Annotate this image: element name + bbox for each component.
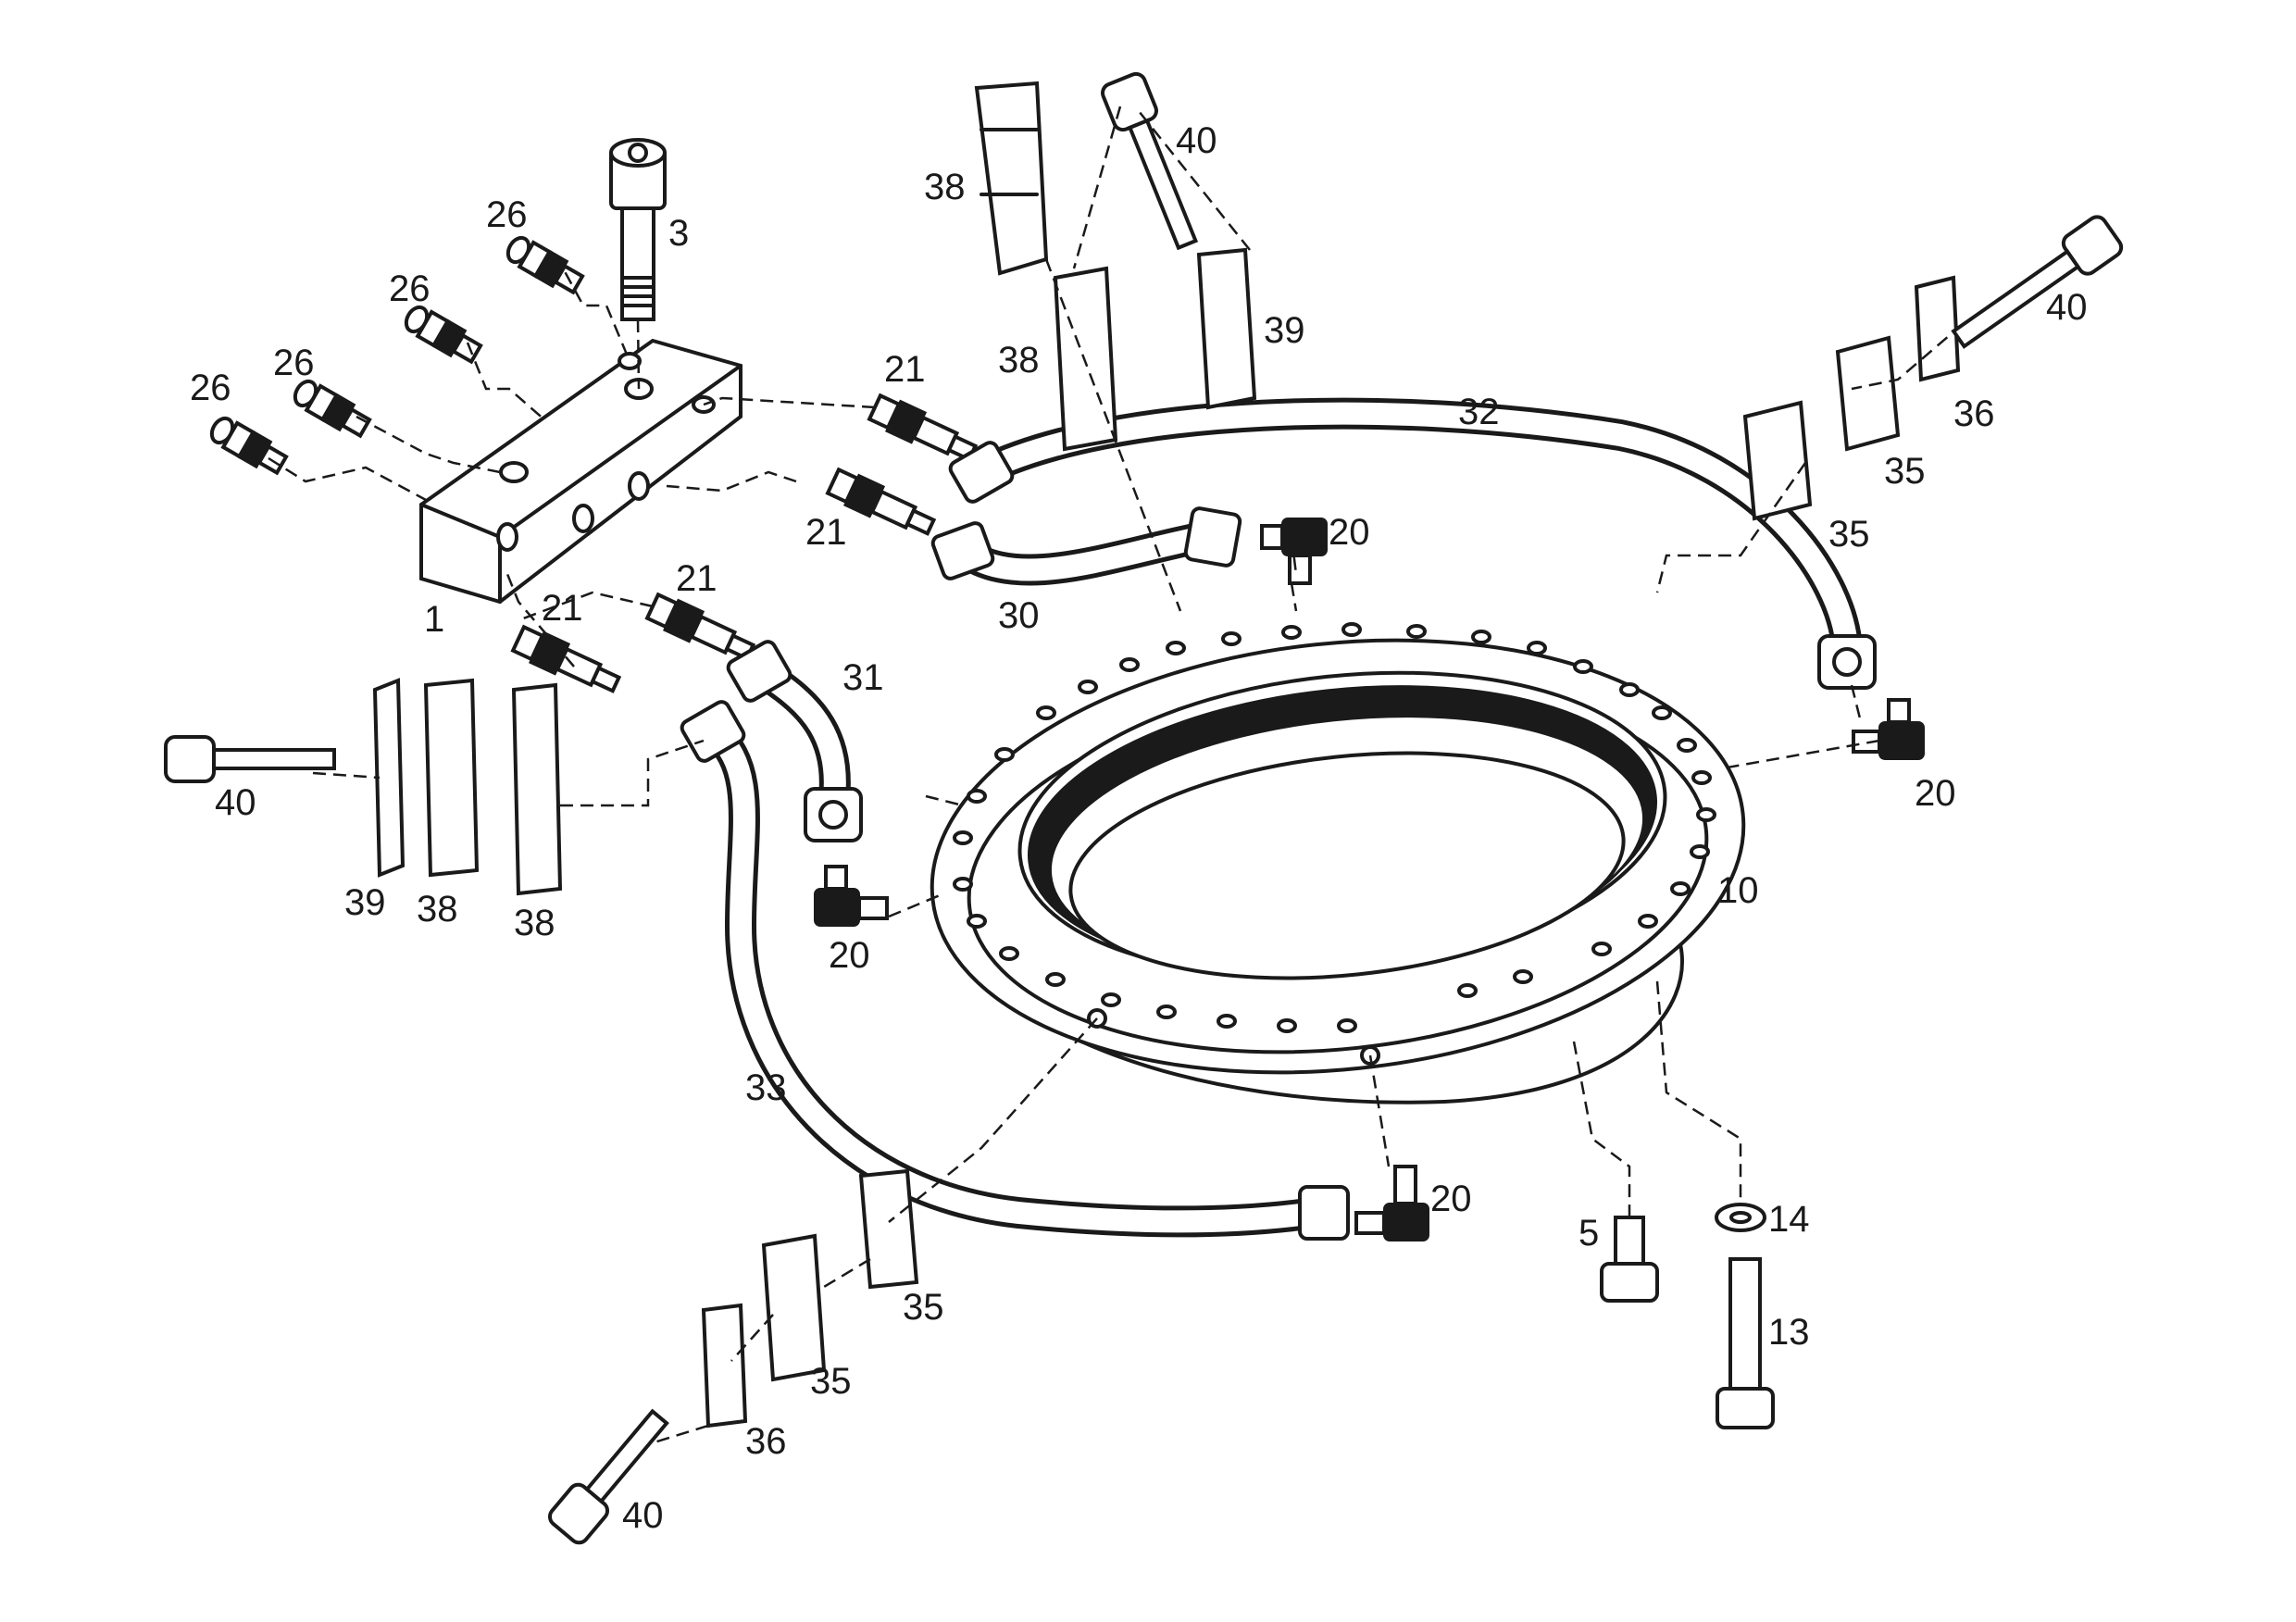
cap-screw bbox=[609, 138, 667, 321]
callout-40-c: 40 bbox=[215, 782, 256, 823]
callout-38-d: 38 bbox=[514, 903, 555, 943]
callout-35-b: 35 bbox=[1828, 514, 1870, 555]
callout-13: 13 bbox=[1768, 1312, 1810, 1353]
callout-33: 33 bbox=[745, 1067, 787, 1108]
callout-5: 5 bbox=[1578, 1213, 1599, 1254]
callout-38-b: 38 bbox=[998, 340, 1040, 381]
callout-20-c: 20 bbox=[829, 935, 870, 976]
callout-36-a: 36 bbox=[1953, 393, 1995, 434]
callout-36-b: 36 bbox=[745, 1421, 787, 1462]
distribution-block bbox=[419, 338, 742, 605]
callout-26-b: 26 bbox=[389, 268, 430, 309]
callout-35-a: 35 bbox=[1884, 451, 1926, 492]
lubrication-pipes bbox=[680, 397, 1877, 1241]
callout-40-a: 40 bbox=[1176, 120, 1217, 161]
callout-38-a: 38 bbox=[924, 167, 966, 207]
callout-14: 14 bbox=[1768, 1199, 1810, 1240]
callout-40-b: 40 bbox=[2046, 287, 2088, 328]
callout-26-c: 26 bbox=[273, 343, 315, 383]
callout-39-b: 39 bbox=[344, 882, 386, 923]
callout-21-a: 21 bbox=[884, 349, 926, 390]
callout-21-c: 21 bbox=[676, 558, 718, 599]
slewing-ring-bearing bbox=[930, 622, 1746, 1104]
callout-21-b: 21 bbox=[805, 512, 847, 553]
callout-31: 31 bbox=[842, 657, 884, 698]
callout-20-b: 20 bbox=[1915, 773, 1956, 814]
callout-20-d: 20 bbox=[1430, 1179, 1472, 1219]
callout-32: 32 bbox=[1458, 392, 1500, 432]
callout-26-d: 26 bbox=[190, 368, 231, 408]
bolts bbox=[164, 71, 2124, 1545]
callout-21-d: 21 bbox=[542, 588, 583, 629]
callout-labels: 1 3 26 26 26 26 21 21 21 21 38 38 40 39 … bbox=[190, 120, 2088, 1536]
callout-30: 30 bbox=[998, 595, 1040, 636]
callout-10: 10 bbox=[1717, 870, 1759, 911]
leader-lines bbox=[268, 106, 1964, 1446]
callout-20-a: 20 bbox=[1329, 512, 1370, 553]
pipe-clamps bbox=[372, 81, 1961, 1429]
callout-35-d: 35 bbox=[810, 1361, 852, 1402]
callout-1: 1 bbox=[424, 599, 444, 640]
callout-39-a: 39 bbox=[1264, 310, 1305, 351]
callout-38-c: 38 bbox=[417, 889, 458, 930]
callout-3: 3 bbox=[668, 213, 689, 254]
callout-40-d: 40 bbox=[622, 1495, 664, 1536]
bolt-holes bbox=[953, 622, 1716, 1033]
callout-26-a: 26 bbox=[486, 194, 528, 235]
callout-35-c: 35 bbox=[903, 1287, 944, 1328]
tube-connectors bbox=[510, 393, 979, 693]
